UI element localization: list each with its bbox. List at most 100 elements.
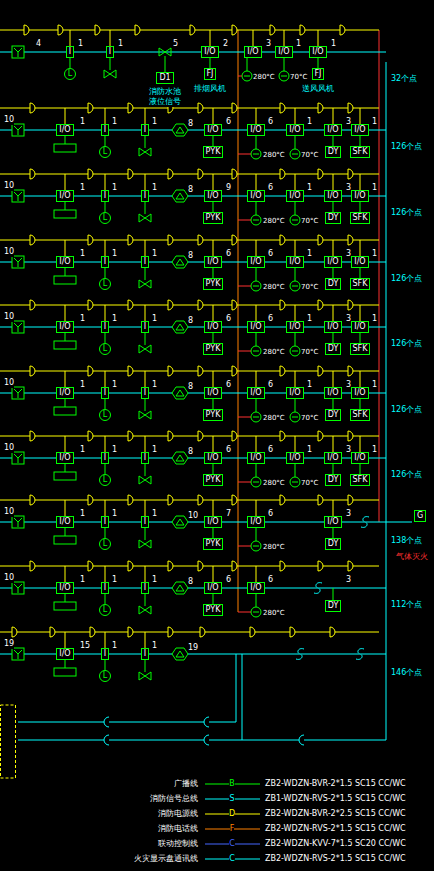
module-box: I/O [247, 256, 264, 268]
power-marker [232, 235, 237, 245]
callout-number: 1 [307, 183, 312, 193]
power-drop [295, 108, 296, 124]
control-line [238, 76, 242, 77]
power-marker [232, 169, 237, 179]
callout-number: 1 [78, 39, 83, 49]
callout-number: 1 [112, 183, 117, 193]
callout-number: 8 [188, 577, 193, 587]
connector [332, 333, 333, 343]
module-wire [145, 333, 146, 345]
power-drop [105, 371, 106, 387]
panel-bracket [1, 705, 16, 778]
power-drop [65, 436, 66, 452]
line-code: S [229, 794, 234, 804]
valve-symbol [159, 48, 171, 56]
signal-marker [296, 649, 304, 660]
module-label: L [100, 279, 110, 289]
power-drop [360, 240, 361, 256]
module-box: I/O [56, 648, 73, 660]
callout-number: 3 [346, 509, 351, 519]
temperature-label: 70°C [290, 72, 307, 82]
connector [212, 268, 213, 278]
module-label: G [417, 511, 423, 521]
smoke-detector-symbol [14, 584, 22, 593]
power-drop [256, 371, 257, 387]
module-box: PYK [203, 604, 224, 616]
module-box: I/O [56, 321, 73, 333]
fire-damper-symbol [281, 76, 287, 77]
module-box: I/O [247, 582, 264, 594]
module-label: I/O [354, 453, 365, 463]
smoke-detector-symbol [12, 46, 24, 58]
power-drop [295, 240, 296, 256]
module-label: PYK [206, 147, 221, 157]
module-wire [145, 464, 146, 476]
power-marker [318, 300, 323, 310]
power-marker [348, 366, 353, 376]
module-box: I [141, 452, 149, 464]
power-marker [30, 561, 35, 571]
power-drop [65, 305, 66, 321]
valve-symbol [139, 540, 151, 548]
module-label: I [109, 47, 111, 57]
power-marker [348, 235, 353, 245]
module-wire [145, 268, 146, 280]
module-wire [295, 202, 296, 215]
power-marker [232, 495, 237, 505]
power-marker [88, 235, 93, 245]
power-drop [295, 174, 296, 190]
connector [69, 58, 70, 68]
power-marker [198, 561, 203, 571]
power-marker [88, 495, 93, 505]
module-label: L [100, 605, 110, 615]
module-label: SFK [353, 475, 368, 485]
power-marker [318, 431, 323, 441]
temperature-label: 70°C [301, 216, 318, 226]
temperature-label: 280°C [263, 216, 285, 226]
module-label: I/O [250, 322, 261, 332]
lamp-circle: L [99, 212, 111, 224]
module-wire [65, 202, 66, 210]
callout-number: 1 [80, 314, 85, 324]
smoke-detector-symbol [14, 454, 22, 463]
alarm-button-symbol [172, 321, 188, 333]
callout-number: 5 [173, 39, 178, 49]
smoke-detector-symbol [12, 124, 24, 136]
callout-number: 1 [112, 575, 117, 585]
lamp-circle: L [99, 604, 111, 616]
valve-symbol [139, 345, 151, 353]
module-label: L [65, 69, 75, 79]
module-wire [65, 528, 66, 536]
connector [317, 58, 318, 68]
power-drop [256, 436, 257, 452]
connector [359, 136, 360, 146]
callout-number: 1 [307, 445, 312, 455]
module-wire [65, 268, 66, 276]
module-label: I/O [250, 517, 261, 527]
module-box: I [141, 321, 149, 333]
power-marker [135, 25, 140, 35]
callout-number: 6 [268, 575, 273, 585]
power-marker [348, 495, 353, 505]
module-label: I/O [59, 649, 70, 659]
module-box: I/O [324, 387, 341, 399]
temperature-label: 70°C [301, 282, 318, 292]
module-wire [295, 333, 296, 346]
module-box: I [101, 256, 109, 268]
fire-damper-symbol [253, 286, 259, 287]
connector [104, 399, 105, 409]
module-label: I/O [59, 453, 70, 463]
power-drop [145, 305, 146, 321]
point-count: 126个点 [391, 405, 422, 415]
alarm-button-symbol [172, 124, 188, 136]
callout-number: 8 [188, 251, 193, 261]
power-drop [333, 371, 334, 387]
module-label: I/O [59, 583, 70, 593]
module-label: L [100, 475, 110, 485]
power-marker [280, 366, 285, 376]
module-box: I [141, 516, 149, 528]
valve-symbol [139, 476, 151, 484]
callout-number: 1 [80, 380, 85, 390]
smoke-detector-symbol [14, 389, 22, 398]
valve-symbol [139, 148, 151, 156]
